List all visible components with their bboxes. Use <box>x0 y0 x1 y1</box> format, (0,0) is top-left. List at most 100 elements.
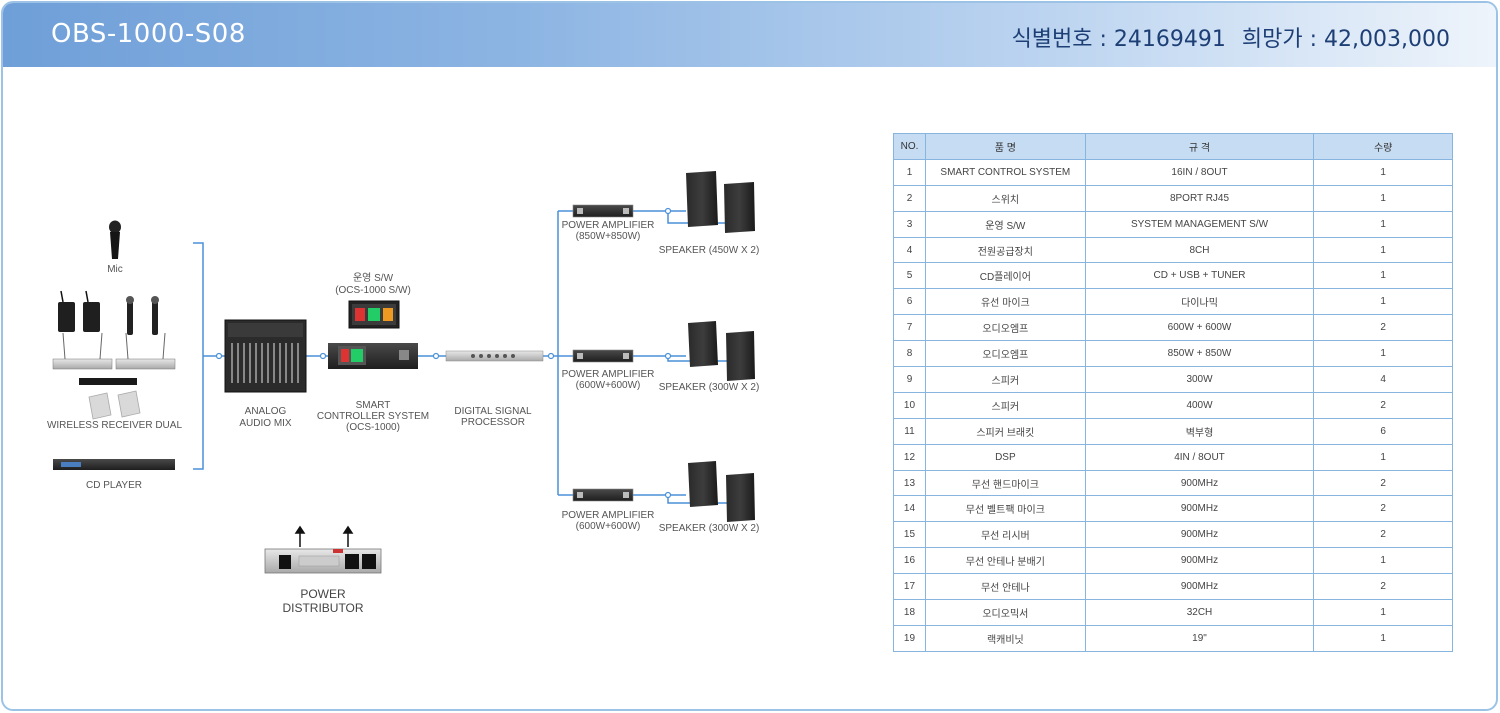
dsp-icon <box>445 350 544 362</box>
wireless-mics-icon <box>58 290 159 335</box>
cell-no: 15 <box>893 521 926 549</box>
speaker-pair-1-icon <box>686 171 755 233</box>
speaker1-label: SPEAKER (450W X 2) <box>658 245 760 256</box>
cell-spec: SYSTEM MANAGEMENT S/W <box>1084 210 1315 238</box>
wireless-receiver-label: WIRELESS RECEIVER DUAL <box>46 420 183 431</box>
cell-item-name: 유선 마이크 <box>924 288 1086 316</box>
header-quantity: 수량 <box>1313 133 1453 160</box>
antenna-icon <box>88 390 141 420</box>
speaker3-label: SPEAKER (300W X 2) <box>658 523 760 534</box>
cell-spec: CD + USB + TUNER <box>1084 262 1315 290</box>
cell-quantity: 1 <box>1313 624 1453 652</box>
cell-quantity: 1 <box>1313 262 1453 290</box>
cell-no: 9 <box>893 366 926 393</box>
cell-spec: 300W <box>1084 366 1315 393</box>
cell-spec: 32CH <box>1084 599 1315 626</box>
cell-item-name: 무선 안테나 분배기 <box>924 547 1086 575</box>
cell-no: 17 <box>893 573 926 601</box>
amp2-label-line1: POWER AMPLIFIER <box>561 369 655 380</box>
software-screen-icon <box>348 300 400 329</box>
cell-item-name: 운영 S/W <box>924 210 1086 238</box>
cell-quantity: 2 <box>1313 469 1453 497</box>
cell-item-name: 랙캐비닛 <box>924 624 1086 652</box>
cell-quantity: 2 <box>1313 521 1453 549</box>
model-title: OBS-1000-S08 <box>51 19 246 49</box>
cell-no: 6 <box>893 288 926 316</box>
cell-item-name: DSP <box>924 443 1086 471</box>
cell-no: 1 <box>893 158 926 186</box>
cell-no: 19 <box>893 624 926 652</box>
cell-quantity: 1 <box>1313 443 1453 471</box>
header-item-name: 품 명 <box>924 133 1086 160</box>
cell-item-name: CD플레이어 <box>924 262 1086 290</box>
cell-spec: 19" <box>1084 624 1315 652</box>
cell-item-name: SMART CONTROL SYSTEM <box>924 158 1086 186</box>
cell-no: 14 <box>893 495 926 523</box>
cell-spec: 900MHz <box>1084 573 1315 601</box>
header-spec: 규 격 <box>1084 133 1315 160</box>
cell-no: 2 <box>893 184 926 212</box>
controller-label-line3: (OCS-1000) <box>346 422 400 433</box>
diagram-graphics <box>52 171 755 574</box>
smart-controller-icon <box>328 343 418 369</box>
cell-quantity: 1 <box>1313 158 1453 186</box>
cell-no: 5 <box>893 262 926 290</box>
cell-quantity: 1 <box>1313 184 1453 212</box>
dsp-label-line2: PROCESSOR <box>461 417 525 428</box>
cell-spec: 900MHz <box>1084 469 1315 497</box>
cell-item-name: 스위치 <box>924 184 1086 212</box>
mixer-label-line1: ANALOG <box>244 406 287 417</box>
controller-label-line2: CONTROLLER SYSTEM <box>316 411 430 422</box>
cell-spec: 다이나믹 <box>1084 288 1315 316</box>
connector-dots <box>215 207 672 499</box>
cell-quantity: 2 <box>1313 314 1453 342</box>
cell-spec: 16IN / 8OUT <box>1084 158 1315 186</box>
cell-quantity: 1 <box>1313 210 1453 238</box>
amplifier-3-icon <box>572 488 634 502</box>
cell-quantity: 1 <box>1313 599 1453 626</box>
amp3-label-line1: POWER AMPLIFIER <box>561 510 655 521</box>
cell-spec: 900MHz <box>1084 495 1315 523</box>
cell-quantity: 2 <box>1313 495 1453 523</box>
cell-spec: 900MHz <box>1084 547 1315 575</box>
cell-no: 13 <box>893 469 926 497</box>
cd-player-label: CD PLAYER <box>86 480 142 491</box>
cell-item-name: 오디오믹서 <box>924 599 1086 626</box>
amp1-label-line1: POWER AMPLIFIER <box>561 220 655 231</box>
cell-quantity: 1 <box>1313 288 1453 316</box>
speaker2-label: SPEAKER (300W X 2) <box>658 382 760 393</box>
cell-spec: 850W + 850W <box>1084 340 1315 368</box>
amp1-label-line2: (850W+850W) <box>575 231 641 242</box>
table-header-row: NO. 품 명 규 격 수량 <box>893 133 1453 160</box>
software-label-line2: (OCS-1000 S/W) <box>335 285 411 296</box>
cell-spec: 벽부형 <box>1084 417 1315 445</box>
speaker-pair-2-icon <box>688 321 755 381</box>
cell-item-name: 오디오엠프 <box>924 340 1086 368</box>
speaker-pair-3-icon <box>688 461 755 522</box>
amp2-label-line2: (600W+600W) <box>575 380 641 391</box>
cell-spec: 8PORT RJ45 <box>1084 184 1315 212</box>
power-distributor-label-line1: POWER <box>300 587 346 601</box>
power-distributor-icon <box>264 525 382 574</box>
cell-no: 11 <box>893 417 926 445</box>
antenna-distributor-icon <box>79 378 137 385</box>
price: 희망가 : 42,003,000 <box>1241 27 1450 52</box>
cell-no: 4 <box>893 236 926 264</box>
cell-spec: 400W <box>1084 391 1315 419</box>
mic-icon <box>109 220 121 259</box>
